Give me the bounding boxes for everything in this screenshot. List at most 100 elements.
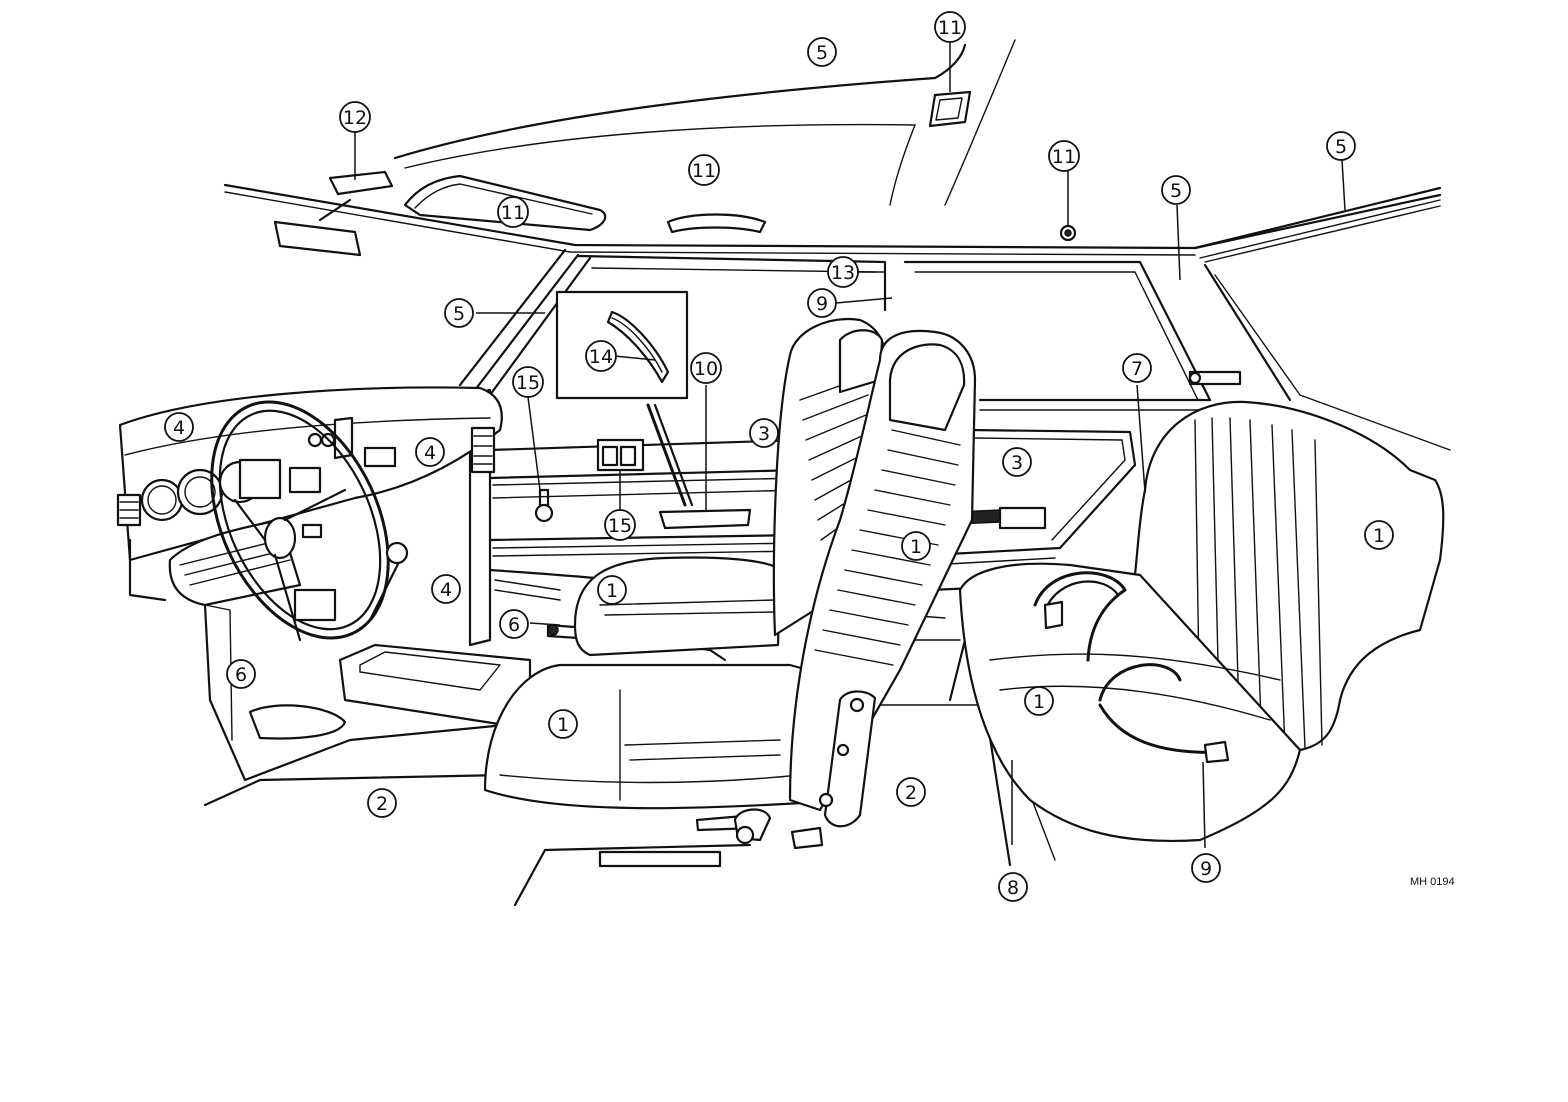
callout-c2-mid: 2 — [896, 777, 926, 807]
callout-circle — [415, 437, 445, 467]
callout-number: 7 — [1131, 358, 1143, 380]
callout-circle — [1161, 175, 1191, 205]
callout-c3-rear: 3 — [1002, 447, 1032, 477]
figure-code: MH 0194 — [1410, 876, 1455, 888]
callout-c11-lamp: 11 — [1048, 140, 1080, 172]
callout-c7: 7 — [1122, 353, 1152, 383]
window-frames — [458, 248, 1451, 451]
callout-circle — [548, 709, 578, 739]
callout-circle — [604, 509, 636, 541]
callout-c1-front-cush: 1 — [597, 575, 627, 605]
callout-number: 12 — [343, 107, 367, 129]
callout-c13: 13 — [827, 256, 859, 288]
callout-c4-dash: 4 — [164, 412, 194, 442]
callout-circle — [1002, 447, 1032, 477]
callout-number: 11 — [501, 202, 525, 224]
callout-circle — [807, 37, 837, 67]
callout-number: 5 — [816, 42, 828, 64]
callout-c10: 10 — [690, 352, 722, 384]
callout-circle — [896, 777, 926, 807]
callout-number: 1 — [910, 536, 922, 558]
front-driver-seat — [483, 329, 977, 868]
callout-number: 8 — [1007, 877, 1019, 899]
callout-circle — [367, 788, 397, 818]
callout-circle — [1024, 686, 1054, 716]
callout-number: 4 — [424, 442, 436, 464]
callout-number: 5 — [453, 303, 465, 325]
callout-circle — [164, 412, 194, 442]
callout-number: 1 — [1033, 691, 1045, 713]
callout-number: 13 — [831, 262, 855, 284]
callout-number: 3 — [1011, 452, 1023, 474]
callout-circle — [597, 575, 627, 605]
callout-circle — [497, 196, 529, 228]
callout-circle — [512, 366, 544, 398]
callout-circle — [444, 298, 474, 328]
callout-c5-top: 5 — [807, 37, 837, 67]
callout-number: 15 — [516, 372, 540, 394]
roof-assist-grip — [666, 213, 767, 234]
callout-c11-visor: 11 — [497, 196, 529, 228]
callout-c8: 8 — [998, 872, 1028, 902]
callout-circle — [1364, 520, 1394, 550]
callout-circle — [1326, 131, 1356, 161]
callout-circle — [688, 154, 720, 186]
callout-circle — [934, 11, 966, 43]
callout-number: 1 — [606, 580, 618, 602]
callout-number: 11 — [692, 160, 716, 182]
leader-lines — [354, 38, 1346, 849]
callout-c1-rear-cush: 1 — [1024, 686, 1054, 716]
callout-c5-pillar-r: 5 — [1161, 175, 1191, 205]
callout-number: 10 — [694, 358, 718, 380]
callout-number: 3 — [758, 423, 770, 445]
callout-c11-roof: 11 — [934, 11, 966, 43]
roof-lamp — [928, 90, 972, 128]
callout-circle — [226, 659, 256, 689]
callout-circle — [585, 340, 617, 372]
callout-number: 4 — [173, 417, 185, 439]
callout-c15-lower: 15 — [604, 509, 636, 541]
callout-c5-pillar-l: 5 — [444, 298, 474, 328]
kick-panel — [203, 603, 507, 782]
callout-number: 2 — [905, 782, 917, 804]
callout-c6-left: 6 — [226, 659, 256, 689]
callout-c4-mid: 4 — [415, 437, 445, 467]
callout-number: 6 — [235, 664, 247, 686]
callout-c2-left: 2 — [367, 788, 397, 818]
callout-c6-mid: 6 — [499, 609, 529, 639]
callout-c3-front: 3 — [749, 418, 779, 448]
rear-seat — [958, 400, 1445, 843]
center-console — [293, 541, 532, 727]
callout-circle — [1191, 853, 1221, 883]
callout-c1-rear-r: 1 — [1364, 520, 1394, 550]
callout-c4-low: 4 — [431, 574, 461, 604]
callout-number: 9 — [816, 293, 828, 315]
dome-light — [1059, 224, 1077, 242]
rear-quarter-trim — [928, 370, 1242, 592]
callout-circle — [827, 256, 859, 288]
callout-number: 5 — [1335, 136, 1347, 158]
callout-circle — [690, 352, 722, 384]
front-door-trim — [468, 388, 802, 647]
callout-circle — [998, 872, 1028, 902]
callout-number: 15 — [608, 515, 632, 537]
callout-number: 5 — [1170, 180, 1182, 202]
callout-circle — [339, 101, 371, 133]
callout-circle — [807, 288, 837, 318]
roof-headlining — [223, 39, 1442, 263]
callout-number: 1 — [557, 714, 569, 736]
callout-c5-right: 5 — [1326, 131, 1356, 161]
callout-c9-lower: 9 — [1191, 853, 1221, 883]
callout-number: 1 — [1373, 525, 1385, 547]
callout-number: 4 — [440, 579, 452, 601]
callout-number: 11 — [938, 17, 962, 39]
callout-number: 6 — [508, 614, 520, 636]
callout-circle — [901, 531, 931, 561]
assist-grip-inset — [555, 290, 689, 400]
callout-number: 11 — [1052, 146, 1076, 168]
callout-c1-driver: 1 — [548, 709, 578, 739]
callout-number: 9 — [1200, 858, 1212, 880]
callout-c15-upper: 15 — [512, 366, 544, 398]
